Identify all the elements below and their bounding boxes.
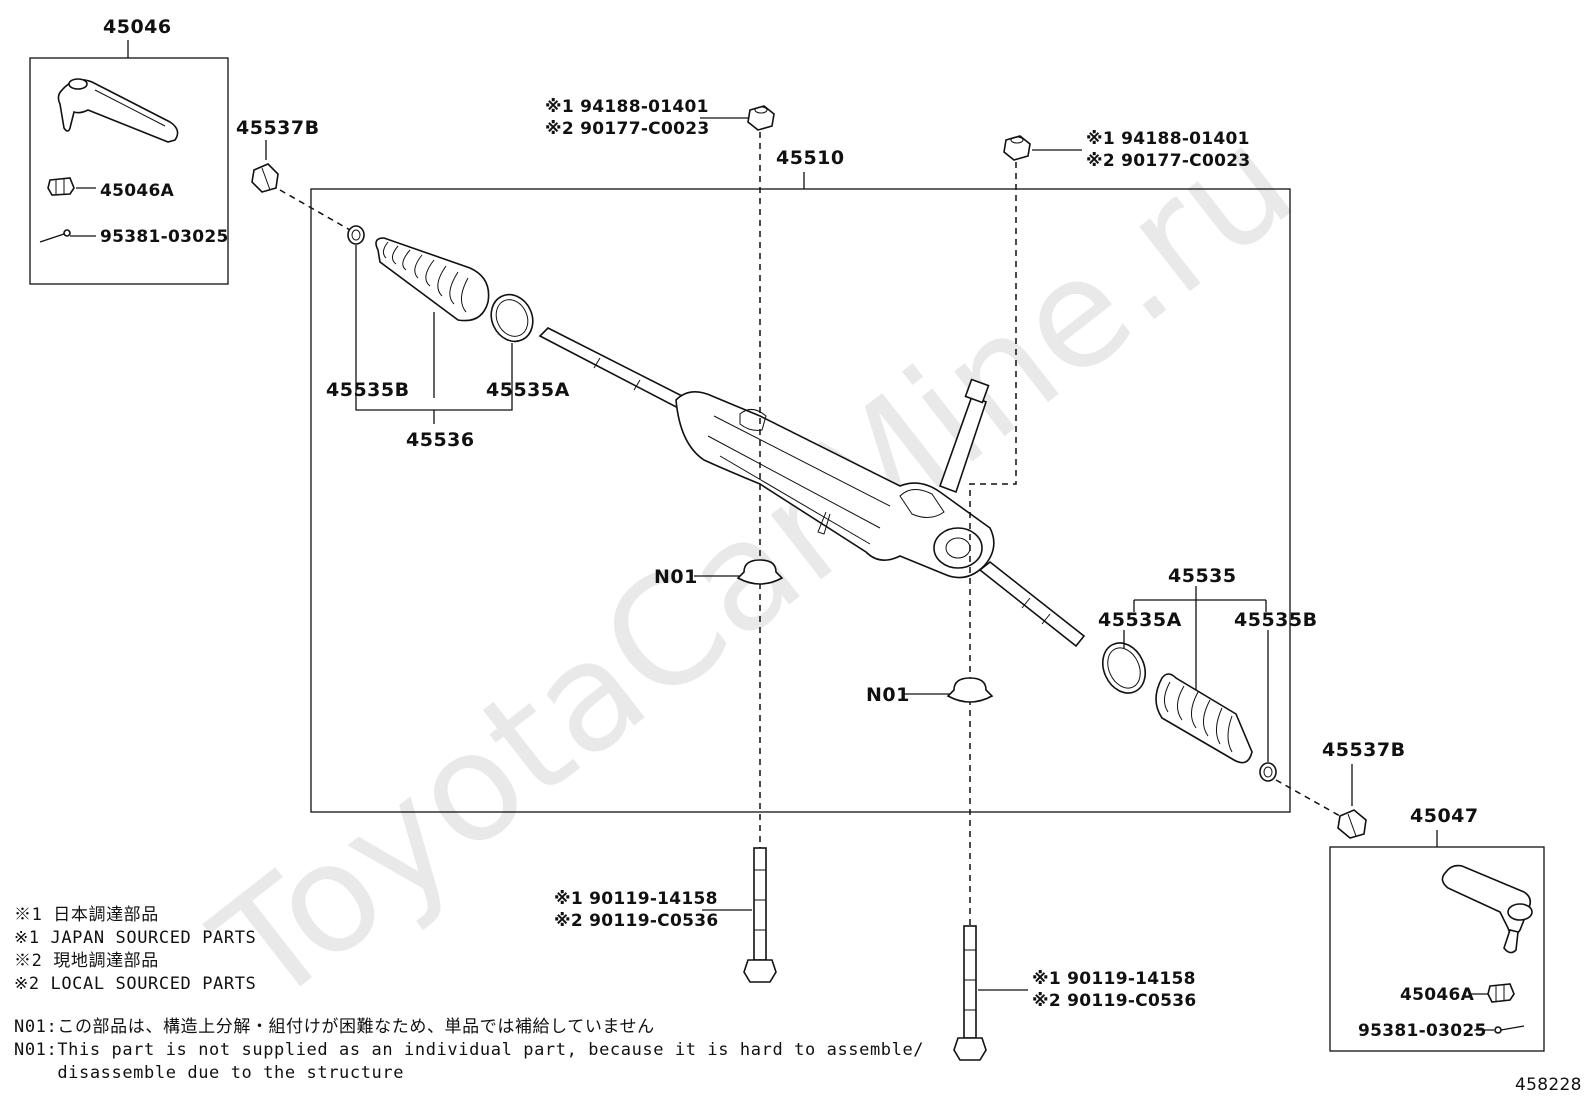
tie-rod-end-right-group: 45047 45046A 95381-03025 xyxy=(1329,805,1545,1052)
tie-rod-end-left-box xyxy=(29,57,229,285)
nut-right-icon xyxy=(1003,135,1031,161)
label-cotter-pin-left: 95381-03025 xyxy=(100,227,229,247)
label-rack-assembly: 45510 xyxy=(776,147,845,169)
label-nut-right-line1: ※1 94188-01401 xyxy=(1086,129,1250,149)
note-7: disassemble due to the structure xyxy=(14,1063,404,1083)
label-cotter-pin-right: 95381-03025 xyxy=(1358,1021,1487,1041)
note-4: ※2 LOCAL SOURCED PARTS xyxy=(14,974,256,994)
bushing-left-icon xyxy=(736,559,784,585)
clip-left-icon xyxy=(490,293,534,343)
plug-left-icon xyxy=(251,163,279,193)
clip-right-icon xyxy=(1102,642,1146,694)
note-6: N01:This part is not supplied as an indi… xyxy=(14,1040,924,1060)
note-1: ※1 日本調達部品 xyxy=(14,905,159,925)
clamp-right-icon xyxy=(1259,762,1277,782)
label-clip-left: 45535A xyxy=(486,379,570,401)
tie-rod-end-right-icon xyxy=(1441,864,1533,954)
label-nut-right-line2: ※2 90177-C0023 xyxy=(1086,151,1250,171)
label-boot-kit-right: 45535 xyxy=(1168,565,1237,587)
label-bolt-right-line2: ※2 90119-C0536 xyxy=(1032,991,1196,1011)
boot-left-icon xyxy=(375,237,490,322)
label-bolt-left-line1: ※1 90119-14158 xyxy=(554,889,718,909)
note-5: N01:この部品は、構造上分解・組付けが困難なため、単品では補給していません xyxy=(14,1017,655,1037)
bolt-left-icon xyxy=(743,847,777,983)
cotter-pin-left-icon xyxy=(39,229,71,243)
bushing-right-icon xyxy=(946,677,994,703)
note-3: ※2 現地調達部品 xyxy=(14,951,159,971)
label-clamp-left: 45535B xyxy=(326,379,410,401)
lock-nut-left-icon xyxy=(47,177,75,196)
bolt-right-icon xyxy=(953,925,987,1061)
label-clamp-right: 45535B xyxy=(1234,609,1318,631)
label-nut-left-line1: ※1 94188-01401 xyxy=(545,97,709,117)
note-2: ※1 JAPAN SOURCED PARTS xyxy=(14,928,256,948)
label-nut-left-line2: ※2 90177-C0023 xyxy=(545,119,709,139)
label-bolt-left-line2: ※2 90119-C0536 xyxy=(554,911,718,931)
label-bushing-left: N01 xyxy=(654,566,698,588)
label-tie-rod-end-left: 45046 xyxy=(103,16,172,38)
nut-left-icon xyxy=(747,105,775,131)
clamp-left-icon xyxy=(347,225,365,245)
label-bushing-right: N01 xyxy=(866,684,910,706)
label-boot-kit-left: 45536 xyxy=(406,429,475,451)
label-clip-right: 45535A xyxy=(1098,609,1182,631)
label-lock-nut-right: 45046A xyxy=(1400,985,1475,1005)
label-bolt-right-line1: ※1 90119-14158 xyxy=(1032,969,1196,989)
label-plug-right: 45537B xyxy=(1322,739,1406,761)
lock-nut-right-icon xyxy=(1487,983,1515,1003)
label-lock-nut-left: 45046A xyxy=(100,181,175,201)
tie-rod-end-left-group: 45046 45046A 95381-03025 xyxy=(29,16,229,285)
rack-assembly-box xyxy=(310,188,1291,813)
diagram-id: 458228 xyxy=(1515,1075,1582,1095)
label-plug-left: 45537B xyxy=(236,117,320,139)
cotter-pin-right-icon xyxy=(1494,1025,1525,1034)
plug-right-icon xyxy=(1337,809,1367,839)
label-tie-rod-end-right: 45047 xyxy=(1410,805,1479,827)
tie-rod-end-left-icon xyxy=(57,78,179,143)
boot-right-icon xyxy=(1155,673,1253,764)
